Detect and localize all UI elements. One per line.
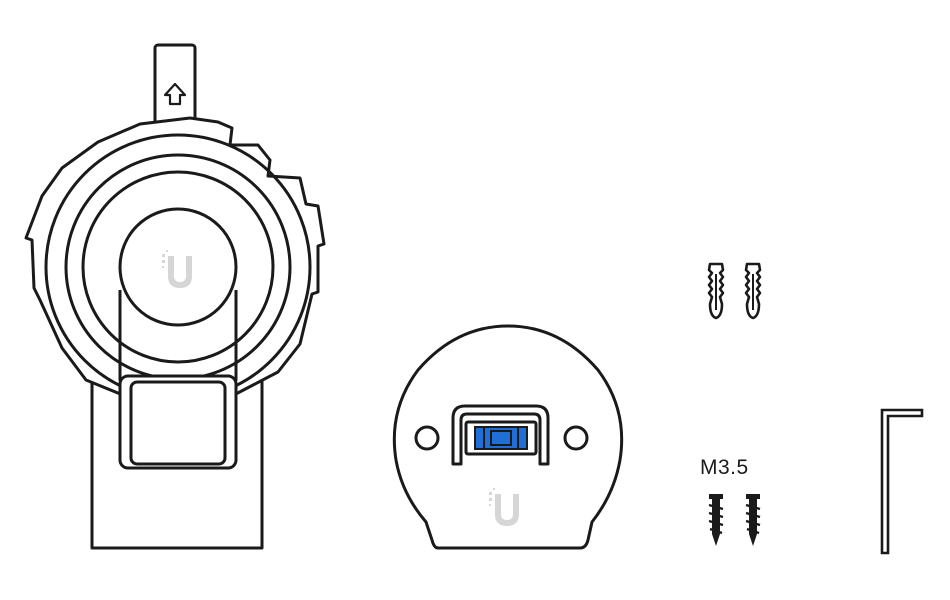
screw-size-label: M3.5 — [700, 456, 749, 479]
bubble-level-icon — [474, 426, 528, 450]
hex-key-icon — [880, 408, 924, 555]
wall-anchor-icon — [744, 262, 762, 320]
screw-icon — [744, 492, 762, 548]
screw-icon — [707, 492, 725, 548]
up-arrow-icon — [163, 82, 187, 106]
wall-anchor-icon — [707, 262, 725, 320]
camera-mount-icon — [24, 43, 326, 550]
